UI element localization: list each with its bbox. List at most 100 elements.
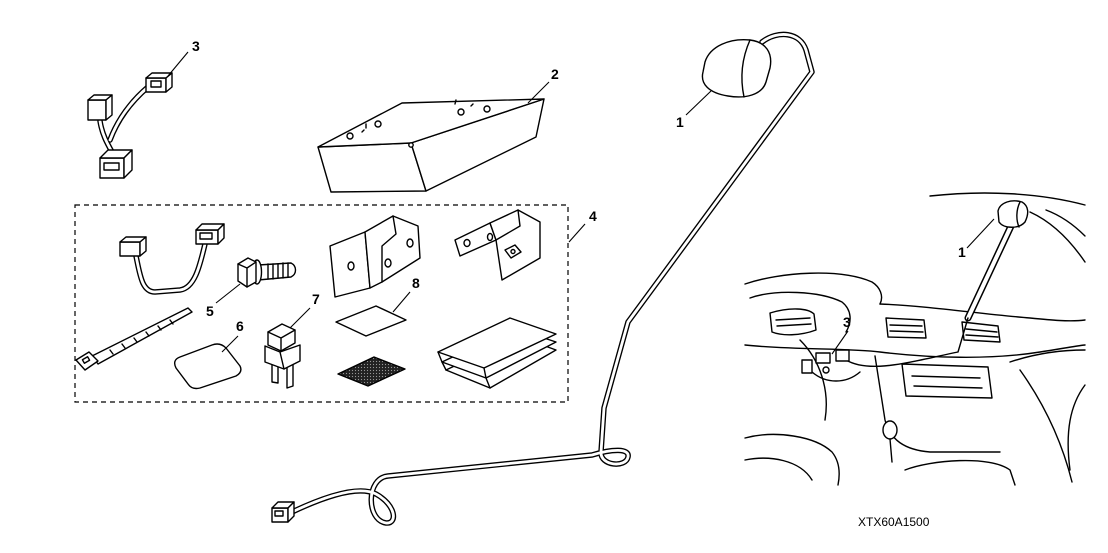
- surface-marks: [361, 99, 474, 133]
- callout-number: 7: [312, 291, 320, 307]
- door-panel: [1009, 349, 1086, 363]
- connector-side: [123, 149, 133, 179]
- weld-nut-hole: [510, 248, 516, 255]
- callout-number: 4: [589, 208, 597, 224]
- roof-unit-edge: [741, 39, 751, 98]
- kit-outline: [74, 204, 569, 403]
- mounting-hole: [483, 105, 491, 113]
- air-vent: [769, 308, 817, 336]
- connector-side: [287, 501, 295, 523]
- box-front-face: [317, 142, 427, 193]
- bolt-threads: [267, 262, 289, 280]
- leader-line: [215, 283, 241, 304]
- bracket-fold: [381, 215, 397, 283]
- installed-connector: [815, 352, 831, 364]
- kit-harness: [119, 223, 225, 295]
- clip-top-edge: [267, 329, 296, 352]
- cable-connector: [271, 501, 295, 523]
- leader-line: [685, 90, 712, 116]
- cable-tie-slot: [81, 356, 91, 364]
- callout-number: 3: [192, 38, 200, 54]
- booklet-cover: [437, 317, 557, 369]
- center-display: [901, 363, 993, 399]
- left-seat: [744, 433, 840, 486]
- corner-mark: [408, 142, 414, 148]
- bracket-hole: [384, 258, 392, 268]
- bracket-hole: [406, 238, 414, 248]
- connector-side: [105, 94, 113, 121]
- connector: [195, 223, 225, 245]
- bracket-hole: [347, 261, 355, 271]
- tape-sheet: [335, 305, 407, 337]
- door-panel: [1067, 384, 1086, 471]
- installed-roof-unit: [997, 200, 1029, 228]
- left-seat-edge: [744, 457, 813, 481]
- a-pillar: [1029, 211, 1086, 263]
- sub-harness-top: [87, 72, 173, 179]
- steering-column: [799, 339, 827, 421]
- connector-side: [217, 223, 225, 245]
- connector-socket: [150, 80, 162, 88]
- leader-line: [221, 335, 239, 353]
- installed-clip: [822, 366, 830, 374]
- bolt-shank: [257, 262, 297, 281]
- instruction-booklets: [437, 317, 557, 389]
- connector-socket: [274, 510, 284, 517]
- connector: [145, 72, 173, 93]
- bracket-hole: [463, 238, 471, 248]
- leader-line: [527, 81, 550, 104]
- connector-front: [87, 99, 107, 121]
- leader-line: [289, 307, 311, 329]
- mounting-hole: [457, 108, 465, 116]
- roof-unit-with-cable: [271, 31, 815, 526]
- mounting-hole: [374, 120, 382, 128]
- vehicle-interior-view: [744, 192, 1086, 486]
- connector: [87, 94, 113, 121]
- air-vent: [885, 317, 927, 339]
- control-unit-box: [317, 98, 545, 193]
- booklet-fold: [437, 351, 491, 389]
- leader-line: [831, 330, 849, 355]
- leader-line: [167, 51, 189, 77]
- callout-number: 1: [676, 114, 684, 130]
- adhesive-pad: [173, 343, 242, 390]
- connector: [119, 236, 147, 257]
- cable-tie-teeth: [109, 319, 174, 355]
- connector: [99, 149, 133, 179]
- bracket-fold: [495, 209, 521, 241]
- roof-unit-housing: [701, 39, 772, 98]
- dashboard-top: [879, 303, 1086, 322]
- air-vent-slats: [775, 317, 812, 327]
- installed-connector: [801, 359, 813, 374]
- diagram-code: XTX60A1500: [858, 515, 930, 529]
- connector-side: [139, 236, 147, 257]
- steering-wheel: [749, 291, 851, 333]
- installed-cable: [966, 222, 1014, 320]
- cable-tie: [75, 307, 193, 371]
- callout-number: 1: [958, 244, 966, 260]
- callout-number: 5: [206, 303, 214, 319]
- console: [904, 459, 1016, 486]
- wire: [134, 242, 207, 294]
- callout-number: 3: [843, 314, 851, 330]
- connector-socket: [199, 232, 213, 240]
- callout-number: 2: [551, 66, 559, 82]
- connector-socket: [103, 162, 120, 171]
- installed-wire: [845, 317, 969, 368]
- clip-body-edge: [279, 351, 285, 370]
- center-stack: [874, 355, 1001, 453]
- leader-line: [392, 291, 411, 313]
- bracket-hole: [486, 232, 494, 242]
- leader-line: [568, 223, 586, 243]
- installed-connector: [835, 349, 850, 362]
- mounting-bracket: [454, 209, 541, 281]
- callout-number: 6: [236, 318, 244, 334]
- roof-line: [929, 192, 1086, 206]
- connector-clip: [264, 323, 301, 389]
- gear-knob: [882, 420, 898, 440]
- air-vent-slats: [965, 328, 999, 338]
- leader-line: [966, 218, 995, 249]
- installed-wire: [811, 371, 861, 382]
- connector-front: [119, 241, 141, 257]
